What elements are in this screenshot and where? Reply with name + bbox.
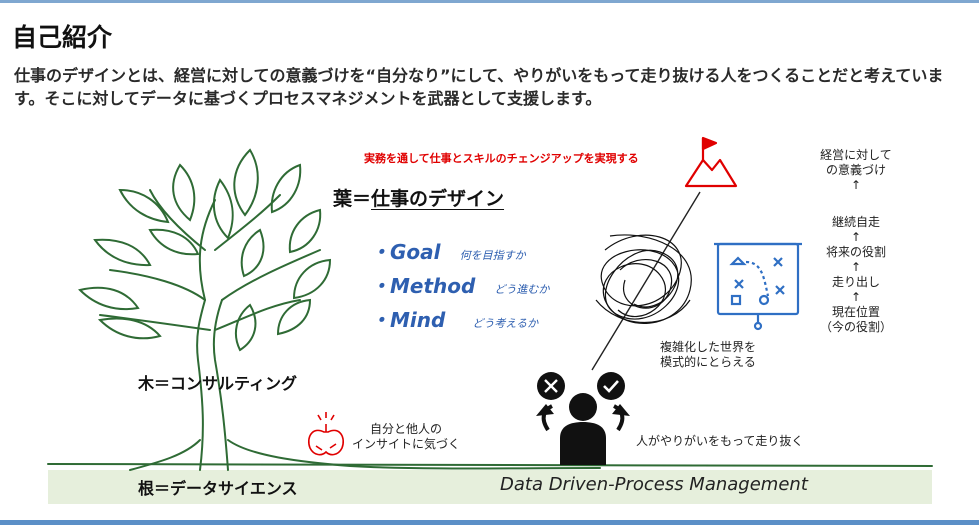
growth-arrow <box>591 191 701 371</box>
page-title: 自己紹介 <box>12 23 113 52</box>
complex-world-caption: 複雑化した世界を 模式的にとらえる <box>660 340 756 370</box>
chain-item: 走り出し <box>831 275 880 289</box>
bullet-label: ・Mind <box>370 308 446 332</box>
chain-item: 将来の役割 <box>825 245 886 259</box>
complex-line-1: 複雑化した世界を <box>660 340 757 354</box>
chain-item: 継続自走 <box>831 215 880 229</box>
bottom-rule <box>0 520 979 525</box>
strategy-board-icon <box>714 242 802 331</box>
bullet-mind: ・Mind どう考えるか <box>370 304 538 333</box>
leaf-heading: 葉＝仕事のデザイン <box>333 184 504 211</box>
bullet-note: どう考えるか <box>472 317 539 330</box>
chain-arrow: ↑ <box>850 178 862 192</box>
leaf-heading-main: 仕事のデザイン <box>371 188 505 210</box>
ground-band <box>48 470 932 504</box>
chain-arrow: ↑ <box>850 260 862 274</box>
decision-person-icon <box>536 372 630 465</box>
bullet-method: ・Method どう進むか <box>370 270 549 299</box>
tree-label: 木＝コンサルティング <box>138 374 298 393</box>
scribble-icon <box>595 234 692 324</box>
root-label: 根＝データサイエンス <box>138 479 298 498</box>
insight-caption: 自分と他人の インサイトに気づく <box>352 422 460 452</box>
insight-line-1: 自分と他人の <box>370 422 443 436</box>
chain-item: 経営に対して <box>820 148 892 162</box>
role-chain: 経営に対して の意義づけ ↑ 継続自走 ↑ 将来の役割 ↑ 走り出し ↑ 現在位… <box>806 148 906 335</box>
chain-item: （今の役割） <box>819 320 892 334</box>
bullet-label: ・Goal <box>370 240 441 264</box>
chain-item: 現在位置 <box>831 305 880 319</box>
apple-insight-icon <box>308 412 344 456</box>
chain-arrow: ↑ <box>850 290 862 304</box>
chain-arrow: ↑ <box>850 230 862 244</box>
insight-line-2: インサイトに気づく <box>352 437 461 451</box>
bullet-goal: ・Goal 何を目指すか <box>370 236 526 265</box>
tree-illustration <box>47 148 933 471</box>
change-up-caption: 実務を通して仕事とスキルのチェンジアップを実現する <box>364 152 639 165</box>
intro-text: 仕事のデザインとは、経営に対しての意義づけを“自分なり”にして、やりがいをもって… <box>14 66 944 108</box>
bullet-note: 何を目指すか <box>459 249 526 262</box>
top-rule <box>0 0 979 3</box>
bullet-label: ・Method <box>370 274 476 298</box>
ddpm-label: Data Driven-Process Management <box>500 474 808 495</box>
run-through-caption: 人がやりがいをもって走り抜く <box>636 434 804 448</box>
mountain-flag-icon <box>684 136 738 188</box>
leaf-heading-prefix: 葉＝ <box>333 188 372 210</box>
bullet-note: どう進むか <box>494 283 550 296</box>
complex-line-2: 模式的にとらえる <box>660 355 756 369</box>
chain-item: の意義づけ <box>825 163 886 177</box>
